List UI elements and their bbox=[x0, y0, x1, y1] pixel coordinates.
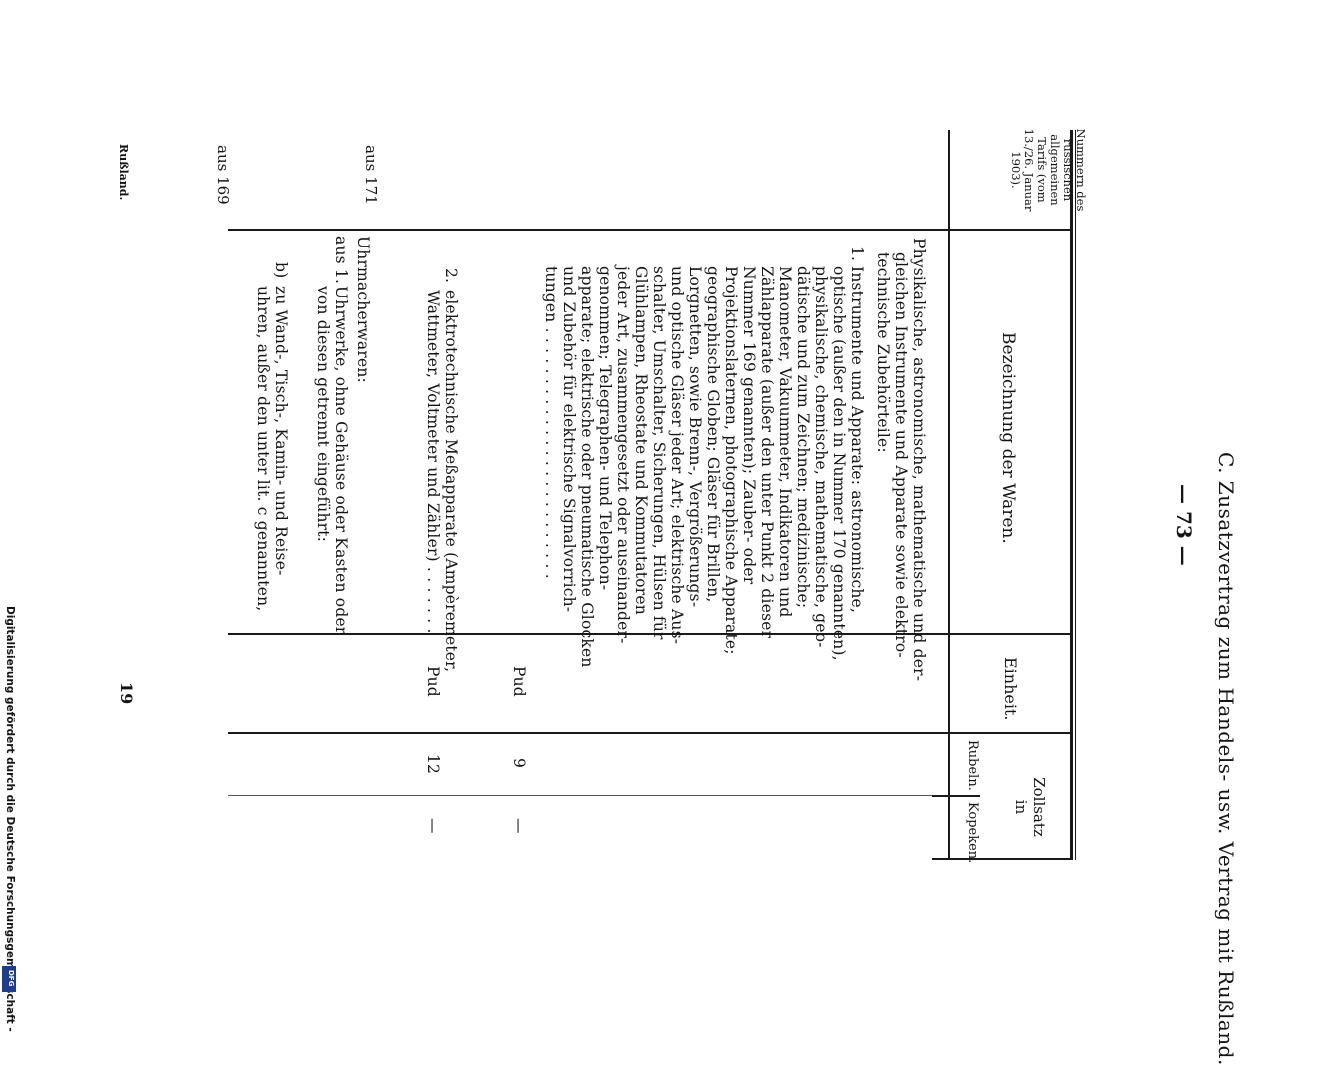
desc-line: Manometer, Vakuummeter, Indikatoren und bbox=[776, 266, 794, 618]
desc-line: apparate; elektrische oder pneumatische … bbox=[578, 266, 596, 668]
row-number: aus 171 bbox=[362, 145, 380, 205]
desc-line: Projektionslaternen, photographische App… bbox=[722, 266, 740, 655]
col-sep-2 bbox=[228, 633, 1070, 635]
footer-sheet-number: 19 bbox=[117, 682, 136, 705]
unit-cell: Pud bbox=[510, 666, 528, 697]
desc-line: technische Zubehörteile: bbox=[874, 252, 892, 453]
header-col-duty: Zollsatz in bbox=[1012, 777, 1048, 837]
desc-line: und Zubehör für elektrische Signalvorric… bbox=[560, 266, 578, 613]
dfg-logo: DFG bbox=[2, 966, 16, 992]
unit-cell: Pud bbox=[424, 666, 442, 697]
kopeks-cell: — bbox=[424, 818, 442, 834]
desc-line: uhren, außer den unter lit. c genannten, bbox=[254, 286, 272, 612]
desc-line: dätische und zum Zeichnen; medizinische; bbox=[794, 266, 812, 609]
desc-line: geographische Globen; Gläser für Brillen… bbox=[704, 266, 722, 603]
desc-line: Wattmeter, Voltmeter und Zähler) . . . .… bbox=[424, 290, 442, 634]
subitem-label: 1. bbox=[848, 246, 866, 262]
table-top-rule bbox=[1070, 130, 1073, 860]
desc-line: genommen; Telegraphen- und Telephon- bbox=[596, 266, 614, 591]
desc-line: Physikalische, astronomische, mathematis… bbox=[910, 238, 928, 682]
desc-line: jeder Art, zusammengesetzt oder auseinan… bbox=[614, 266, 632, 644]
table-right-edge bbox=[932, 858, 1073, 860]
desc-line: zu Wand-, Tisch-, Kamin- und Reise- bbox=[272, 286, 290, 576]
desc-line: optische (außer den in Nummer 170 genann… bbox=[830, 266, 848, 661]
col-sep-4 bbox=[228, 795, 932, 796]
table-top-rule-thin bbox=[1075, 130, 1076, 860]
desc-line: physikalische, chemische, mathematische,… bbox=[812, 266, 830, 648]
rubles-cell: 9 bbox=[510, 758, 528, 769]
header-col-rubles: Rubeln. bbox=[965, 740, 980, 791]
row-number: aus 169 bbox=[214, 145, 232, 205]
desc-line: Glühlampen, Rheostate und Kommutatoren bbox=[632, 266, 650, 615]
rubles-cell: 12 bbox=[424, 754, 442, 775]
desc-line: Nummer 169 genannten); Zauber- oder bbox=[740, 266, 758, 585]
desc-line: tungen . . . . . . . . . . . . . . . . .… bbox=[542, 266, 560, 579]
subitem-label: aus 1. bbox=[332, 236, 350, 285]
header-col-unit: Einheit. bbox=[1001, 657, 1020, 721]
desc-line: elektrotechnische Meßapparate (Ampèremet… bbox=[442, 290, 460, 673]
desc-line: von diesen getrennt eingeführt: bbox=[314, 286, 332, 543]
desc-line: Zählapparate (außer den unter Punkt 2 di… bbox=[758, 266, 776, 639]
desc-line: gleichen Instrumente und Apparate sowie … bbox=[892, 252, 910, 658]
desc-line: Lorgnetten, sowie Brenn-, Vergrößerungs- bbox=[686, 266, 704, 608]
header-col-kopeks: Kopeken. bbox=[965, 802, 980, 864]
dfg-logo-text: DFG bbox=[7, 970, 15, 987]
col-sep-1 bbox=[228, 229, 1070, 231]
running-header-title: C. Zusatzvertrag zum Handels- usw. Vertr… bbox=[1214, 452, 1238, 1066]
desc-line: Uhrwerke, ohne Gehäuse oder Kasten oder bbox=[332, 286, 350, 635]
desc-line: und optische Gläser jeder Art; elektrisc… bbox=[668, 266, 686, 645]
desc-line: schalter, Umschalter, Sicherungen, Hülse… bbox=[650, 266, 668, 640]
header-col-number: Nummern des russischen allgemeinen Tarif… bbox=[1009, 128, 1088, 212]
kopeks-cell: — bbox=[510, 818, 528, 834]
desc-line: Instrumente und Apparate: astronomische, bbox=[848, 266, 866, 614]
page-number: — 73 — bbox=[1172, 484, 1196, 566]
subitem-label: 2. bbox=[442, 268, 460, 284]
header-bottom-rule bbox=[948, 130, 950, 860]
footer-country: Rußland. bbox=[117, 144, 130, 201]
zollsatz-sub-rule bbox=[932, 795, 980, 797]
col-sep-3 bbox=[228, 732, 1070, 734]
desc-line: Uhrmacherwaren: bbox=[354, 236, 372, 383]
subitem-label: b) bbox=[272, 262, 290, 279]
header-col-description: Bezeichnung der Waren. bbox=[998, 332, 1018, 544]
